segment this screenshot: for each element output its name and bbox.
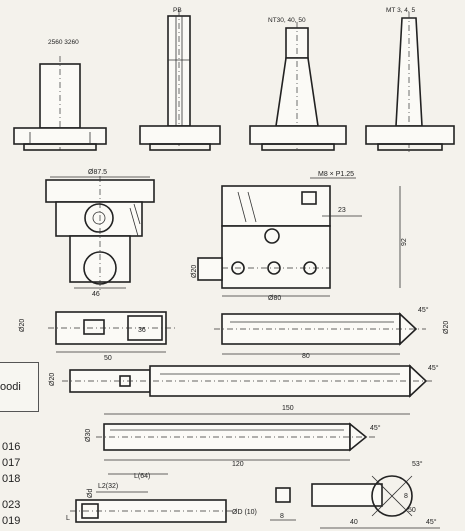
dim-d30: Ø30 [85, 429, 92, 442]
holder-block-right: M8 × P1.25 23 Ø20 92 Ø80 [191, 171, 408, 302]
dim-92: 92 [401, 238, 408, 246]
dim-36: 36 [138, 327, 146, 334]
side-code: 019 [2, 515, 21, 527]
angle-45-b: 45° [428, 364, 439, 372]
label-pb: PB [173, 7, 182, 14]
bar-120: Ø30 45° 120 L(64) [85, 422, 381, 480]
label-mt: MT 3, 4, 5 [386, 7, 416, 14]
dim-l-small: L [66, 515, 70, 522]
bar-long: 45° Ø20 80 [214, 306, 450, 360]
side-code: 018 [2, 473, 21, 485]
angle-45-d: 45° [426, 518, 437, 526]
dim-150: 150 [282, 405, 294, 412]
holder-mt: MT 3, 4, 5 [365, 7, 455, 152]
dim-50b: 50 [408, 507, 416, 514]
dim-50: 50 [104, 355, 112, 362]
bottom-bar: Ød L2(32) L ØD (10) 8 [66, 483, 296, 523]
dim-d10: ØD (10) [232, 509, 257, 516]
dim-d20-d: Ø20 [49, 373, 56, 386]
dim-8b: 8 [404, 493, 408, 500]
side-panel-box: oodi [0, 362, 39, 412]
holder-2560: 2560 3260 [13, 39, 107, 151]
side-code: 023 [2, 499, 21, 511]
dim-80: 80 [302, 353, 310, 360]
dim-d20-b: Ø20 [19, 319, 26, 332]
dim-87-5: Ø87.5 [88, 169, 107, 176]
dim-l64: L(64) [134, 473, 150, 480]
holder-nt: NT30, 40, 50 [249, 17, 347, 152]
angle-53: 53° [412, 460, 423, 468]
side-panel-title: oodi [0, 381, 21, 393]
dim-d20-c: Ø20 [443, 321, 450, 334]
dim-d80-a: Ø80 [268, 295, 281, 302]
dim-d20-a: Ø20 [191, 265, 198, 278]
bar-small: Ø20 36 50 [19, 311, 176, 362]
dim-40: 40 [350, 519, 358, 526]
angle-45-c: 45° [370, 424, 381, 432]
dim-8a: 8 [280, 513, 284, 520]
dim-23: 23 [338, 207, 346, 214]
dim-120: 120 [232, 461, 244, 468]
side-code: 016 [2, 441, 21, 453]
dim-46: 46 [92, 291, 100, 298]
label-2560: 2560 3260 [48, 39, 79, 46]
holder-pb: PB [139, 7, 221, 152]
side-code: 017 [2, 457, 21, 469]
dim-d1: Ød [87, 489, 94, 498]
label-nt: NT30, 40, 50 [268, 17, 306, 24]
label-thread: M8 × P1.25 [318, 171, 354, 178]
angle-45-a: 45° [418, 306, 429, 314]
dim-l2: L2(32) [98, 483, 118, 490]
bar-150: Ø20 45° 150 [49, 364, 439, 415]
holder-block-left: Ø87.5 46 [45, 169, 155, 298]
bottom-angle-detail: 53° 8 50 40 45° [311, 460, 440, 529]
